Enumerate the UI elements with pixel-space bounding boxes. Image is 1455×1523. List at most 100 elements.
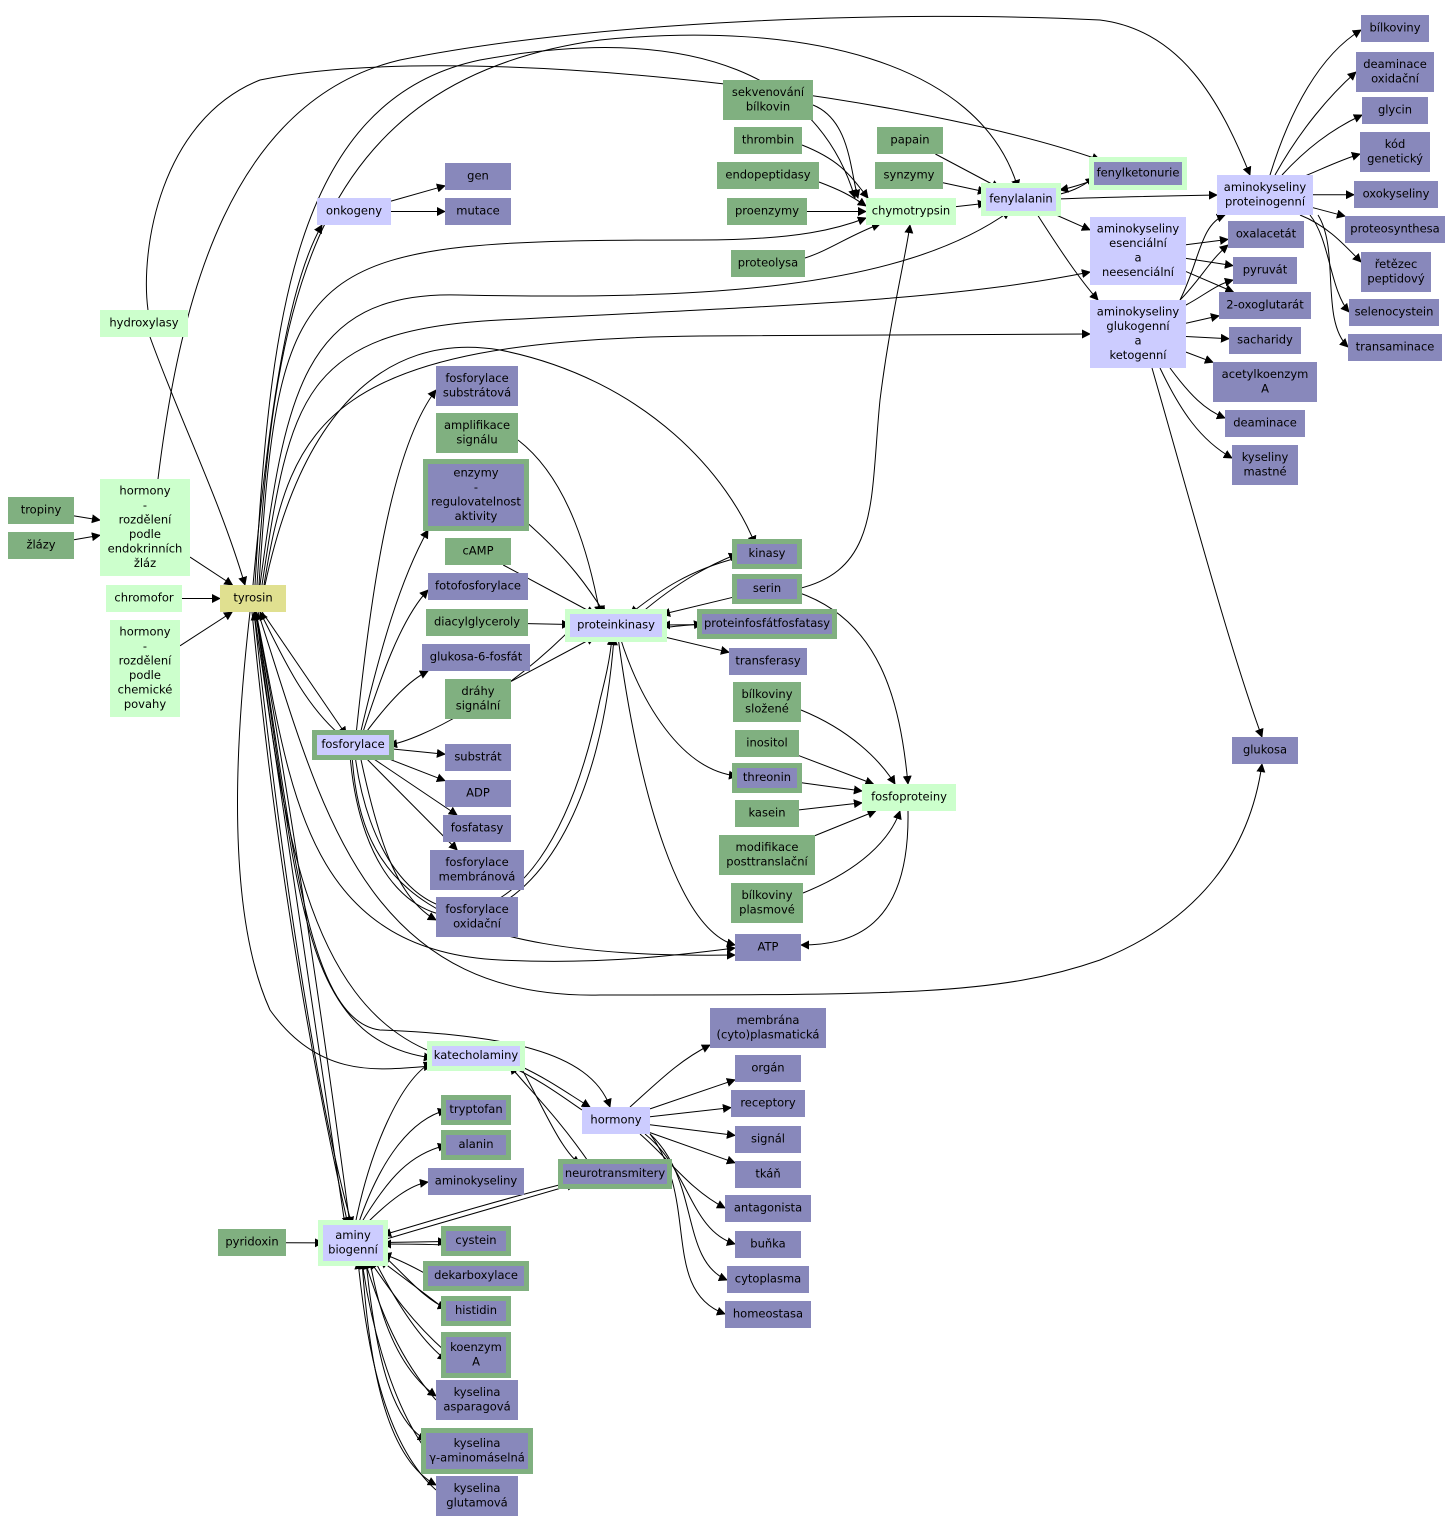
node-label: cAMP xyxy=(462,544,493,558)
node-label: žlázy xyxy=(26,538,55,552)
node-box xyxy=(317,198,391,225)
node-box xyxy=(1228,221,1304,248)
edge-ak-esencialni-to-oxalacetat xyxy=(1185,235,1229,246)
node-label: glukogenní xyxy=(1106,319,1170,333)
node-label: fosfoproteiny xyxy=(871,790,947,804)
edge-zlazy-to-hormony-endo xyxy=(73,532,101,542)
edge-aminy-biogenni-to-neurotransmitery xyxy=(382,1181,576,1241)
edge-modifikace-to-fosfoproteiny xyxy=(814,809,877,837)
node-box xyxy=(1090,217,1186,285)
node-label: povahy xyxy=(124,697,166,711)
node-label: homeostasa xyxy=(733,1307,803,1321)
node-label: dráhy xyxy=(461,684,494,698)
node-pyridoxin: pyridoxin xyxy=(218,1229,286,1256)
node-box xyxy=(8,497,74,524)
edge-enzymy-to-proteinkinasy xyxy=(523,519,606,615)
edge-amplifikace-to-proteinkinasy xyxy=(517,439,603,615)
node-label: serin xyxy=(753,581,781,595)
node-label: buňka xyxy=(750,1237,785,1251)
node-sacharidy: sacharidy xyxy=(1229,327,1301,354)
node-label: inositol xyxy=(746,736,787,750)
node-box xyxy=(1354,181,1438,208)
node-box xyxy=(563,1164,667,1184)
node-label: proteolysa xyxy=(738,256,798,270)
node-box xyxy=(220,585,286,612)
edge-endopeptidasy-to-chymotrypsin xyxy=(818,181,867,207)
node-box xyxy=(445,163,511,190)
edge-tyrosin-to-aminy-biogenni xyxy=(251,611,351,1226)
edge-aminy-biogenni-to-kys-glutamova xyxy=(361,1260,437,1486)
node-box xyxy=(986,188,1056,211)
edge-aminokyseliny-proteinogenni-to-deaminace-oxidacni xyxy=(1274,71,1357,176)
node-label: gen xyxy=(467,169,489,183)
edge-aminy-biogenni-to-alanin xyxy=(359,1142,447,1226)
edge-aminokyseliny-proteinogenni-to-glycin xyxy=(1281,114,1363,176)
node-label: esenciální xyxy=(1109,236,1167,250)
edge-ak-glukogenni-to-pyruvat xyxy=(1185,277,1234,306)
node-oxoglutarat: 2-oxoglutarát xyxy=(1219,292,1311,319)
node-box xyxy=(426,609,528,636)
node-box xyxy=(735,1055,801,1082)
node-box xyxy=(570,614,662,637)
node-oxokyseliny: oxokyseliny xyxy=(1354,181,1438,208)
edge-serin-to-proteinkinasy xyxy=(661,595,738,617)
node-label: hydroxylasy xyxy=(109,316,178,330)
node-label: rozdělení xyxy=(119,512,172,526)
edge-aminokyseliny-proteinogenni-to-proteosynthesa xyxy=(1312,207,1346,219)
node-label: endokrinních xyxy=(108,541,183,555)
node-label: fosforylace xyxy=(445,902,508,916)
edge-koenzym-to-aminy-biogenni xyxy=(369,1260,447,1353)
node-label: substrátová xyxy=(443,385,511,399)
node-box xyxy=(735,934,801,961)
node-box xyxy=(110,620,180,717)
node-label: oxokyseliny xyxy=(1363,187,1430,201)
node-label: γ-aminomáselná xyxy=(429,1450,525,1464)
node-label: fotofosforylace xyxy=(435,579,521,593)
edge-aminy-biogenni-to-cystein xyxy=(382,1237,447,1247)
node-proteinkinasy: proteinkinasy xyxy=(565,609,667,642)
node-glukosa: glukosa xyxy=(1232,737,1298,764)
edge-serin-to-fosfoproteiny xyxy=(796,591,912,785)
node-box xyxy=(731,883,803,923)
node-substrat: substrát xyxy=(445,744,511,771)
edge-hormony-to-antagonista xyxy=(639,1133,726,1209)
node-box xyxy=(446,1135,506,1155)
edge-hydroxylasy-to-tyrosin xyxy=(149,336,248,586)
node-box xyxy=(1348,334,1442,361)
edge-proteinkinasy-to-threonin xyxy=(619,636,738,780)
node-glukosa6: glukosa-6-fosfát xyxy=(422,644,530,671)
node-label: - xyxy=(143,498,147,512)
node-label: sacharidy xyxy=(1237,333,1293,347)
edge-hormony-endo-to-tyrosin xyxy=(189,556,234,586)
edge-aminokyseliny-proteinogenni-to-retezec-peptidovy xyxy=(1299,214,1362,263)
node-serin: serin xyxy=(732,574,802,604)
edge-tyrosin-to-chymotrypsin xyxy=(258,216,867,586)
node-label: aktivity xyxy=(455,509,498,523)
edge-hydroxylasy-to-fenylketonurie xyxy=(145,65,1101,311)
node-label: genetický xyxy=(1367,151,1423,165)
node-label: neesenciální xyxy=(1102,265,1175,279)
edge-fosforylace-to-fotofosforylace xyxy=(361,589,429,736)
node-label: glukosa-6-fosfát xyxy=(430,650,523,664)
node-box xyxy=(428,1266,524,1286)
edge-serin-to-chymotrypsin xyxy=(796,224,914,590)
node-label: selenocystein xyxy=(1355,305,1434,319)
node-box xyxy=(428,573,528,600)
node-box xyxy=(436,366,518,406)
edge-proteinkinasy-to-transferasy xyxy=(661,635,730,655)
edge-tyrosin-to-ak-glukogenni xyxy=(263,329,1091,586)
node-label: antagonista xyxy=(734,1201,802,1215)
node-box xyxy=(725,1195,811,1222)
node-box xyxy=(422,644,530,671)
node-label: transferasy xyxy=(735,654,800,668)
edge-tyrosin-to-fenylalanin xyxy=(256,34,1020,586)
node-box xyxy=(1361,252,1431,292)
node-label: proteosynthesa xyxy=(1350,222,1439,236)
edge-tyrosin-to-aminy-biogenni xyxy=(253,611,355,1226)
node-label: fenylketonurie xyxy=(1097,166,1180,180)
